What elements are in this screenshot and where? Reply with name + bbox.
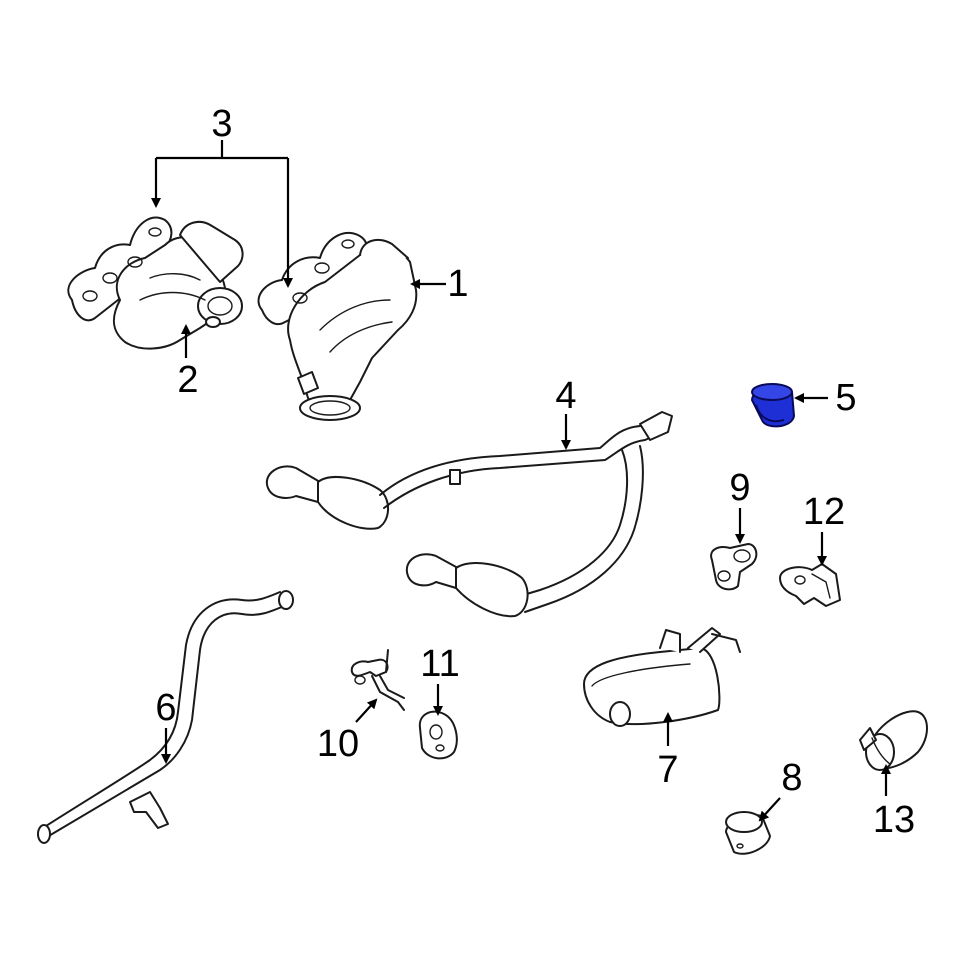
callout-labels: 3 1 2 4 5 9 12 6 11 10 7 8 13 bbox=[155, 103, 915, 841]
muffler[interactable] bbox=[583, 627, 741, 727]
callout-13: 13 bbox=[873, 799, 915, 841]
hanger-bracket[interactable] bbox=[710, 543, 758, 591]
leader-lines bbox=[151, 140, 891, 822]
callout-9: 9 bbox=[729, 467, 750, 509]
exhaust-manifold-left[interactable] bbox=[67, 216, 244, 350]
y-pipe-assembly[interactable] bbox=[265, 411, 673, 618]
mounting-bracket[interactable] bbox=[779, 563, 841, 607]
callout-3: 3 bbox=[211, 103, 232, 145]
exhaust-manifold-right[interactable] bbox=[257, 232, 418, 421]
callout-8: 8 bbox=[781, 757, 802, 799]
callout-1: 1 bbox=[447, 263, 468, 305]
callout-11: 11 bbox=[420, 643, 459, 685]
callout-12: 12 bbox=[803, 491, 845, 533]
callout-10: 10 bbox=[317, 723, 359, 765]
callout-7: 7 bbox=[657, 749, 678, 791]
tailpipe[interactable] bbox=[37, 590, 294, 844]
callout-2: 2 bbox=[177, 359, 198, 401]
rubber-isolator[interactable] bbox=[418, 710, 458, 760]
callout-5: 5 bbox=[835, 377, 856, 419]
exhaust-tip[interactable] bbox=[859, 710, 928, 771]
callout-4: 4 bbox=[555, 375, 576, 417]
cylindrical-isolator[interactable] bbox=[725, 811, 771, 855]
hanger-rod[interactable] bbox=[350, 649, 405, 711]
callout-6: 6 bbox=[155, 687, 176, 729]
exhaust-isolator-highlighted[interactable] bbox=[750, 383, 796, 428]
